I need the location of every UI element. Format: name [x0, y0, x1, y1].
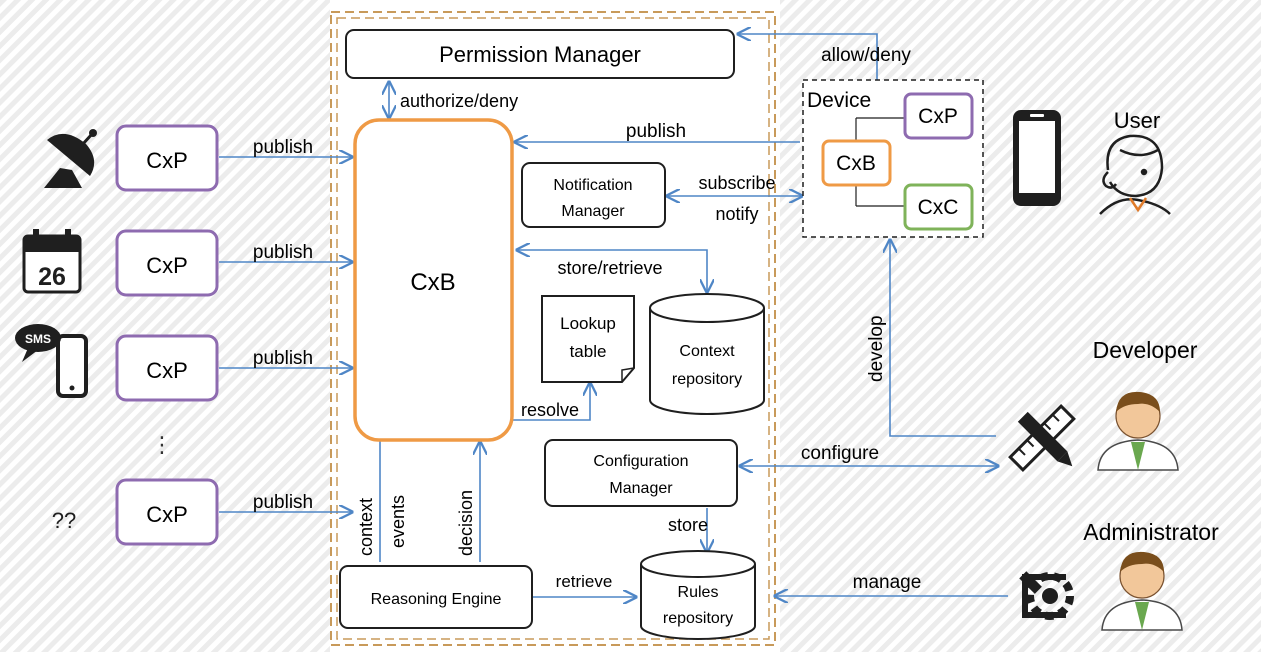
- source-cxp-2: CxP: [115, 229, 219, 297]
- notify-label: notify: [715, 204, 758, 224]
- middleware-inner-boundary: [336, 17, 770, 640]
- publish-label-2: publish: [253, 242, 313, 263]
- source-cxp-3: CxP: [115, 334, 219, 402]
- calendar-icon-day: 26: [38, 263, 66, 291]
- permission-manager-label: Permission Manager: [439, 42, 641, 67]
- allow-deny-label: allow/deny: [821, 45, 911, 66]
- develop-label: develop: [866, 315, 887, 382]
- device-box: Device CxP CxB CxC: [802, 79, 984, 238]
- publish-label-4: publish: [253, 492, 313, 513]
- allow-deny-arrow: [738, 34, 878, 80]
- configure-label: configure: [801, 443, 879, 464]
- configuration-manager: Configuration Manager: [544, 439, 738, 507]
- cxb-broker-label: CxB: [410, 269, 455, 296]
- configuration-manager-line-2: Manager: [609, 480, 673, 497]
- developer-avatar: [1097, 391, 1179, 471]
- unknown-source-label: ??: [52, 508, 76, 533]
- reasoning-engine-label: Reasoning Engine: [371, 591, 502, 608]
- administrator-avatar: [1101, 551, 1183, 631]
- authorize-deny-label: authorize/deny: [400, 91, 518, 111]
- source-cxp-1-label: CxP: [146, 148, 188, 173]
- admin-tools-icon: [1019, 571, 1074, 620]
- administrator-label: Administrator: [1083, 519, 1219, 545]
- source-cxp-3-label: CxP: [146, 358, 188, 383]
- sms-icon-text: SMS: [25, 332, 51, 346]
- decision-label: decision: [456, 490, 476, 556]
- connectors: [219, 34, 1008, 597]
- notification-manager-line-1: Notification: [553, 177, 632, 194]
- publish-label-3: publish: [253, 348, 313, 369]
- user-label: User: [1114, 108, 1160, 133]
- device-cxb-label: CxB: [836, 152, 876, 175]
- user-icon: [1099, 134, 1171, 215]
- resolve-label: resolve: [521, 400, 579, 420]
- sms-phone-icon: SMS: [15, 324, 88, 398]
- context-repository-line-2: repository: [672, 371, 742, 388]
- context-label: context: [356, 498, 376, 556]
- manage-label: manage: [853, 572, 922, 593]
- source-cxp-2-label: CxP: [146, 253, 188, 278]
- notification-manager-line-2: Manager: [561, 203, 625, 220]
- source-cxp-4-label: CxP: [146, 502, 188, 527]
- store-label: store: [668, 515, 708, 535]
- device-cxc-label: CxC: [918, 196, 959, 219]
- source-cxp-1: CxP: [115, 124, 219, 192]
- publish-label-1: publish: [253, 137, 313, 158]
- develop-arrow: [890, 240, 996, 437]
- middleware-outer-boundary: [330, 11, 776, 646]
- developer-label: Developer: [1093, 337, 1198, 363]
- smartphone-icon: [1013, 110, 1061, 206]
- device-title: Device: [807, 89, 871, 112]
- lookup-table-line-1: Lookup: [560, 314, 616, 333]
- rules-repository-line-2: repository: [663, 610, 733, 627]
- device-cxp: CxP: [903, 92, 974, 140]
- more-sources-ellipsis: ⋮: [151, 432, 173, 457]
- rules-repository: Rules repository: [640, 550, 756, 640]
- notification-manager: Notification Manager: [521, 162, 666, 228]
- device-cxp-label: CxP: [918, 105, 958, 128]
- lookup-table: Lookup table: [541, 295, 635, 383]
- resolve-arrow: [505, 383, 590, 421]
- store-retrieve-arrow: [517, 250, 707, 292]
- reasoning-engine: Reasoning Engine: [339, 565, 533, 629]
- permission-manager: Permission Manager: [345, 29, 735, 79]
- device-cxb: CxB: [821, 139, 892, 187]
- device-publish-label: publish: [626, 121, 686, 142]
- retrieve-label: retrieve: [556, 572, 613, 591]
- source-cxp-4: CxP: [115, 478, 219, 546]
- lookup-table-line-2: table: [570, 342, 607, 361]
- satellite-dish-icon: [44, 129, 97, 188]
- subscribe-label: subscribe: [698, 173, 775, 193]
- events-label: events: [388, 495, 408, 548]
- rules-repository-line-1: Rules: [678, 584, 719, 601]
- calendar-icon: 26: [22, 229, 82, 294]
- context-repository-line-1: Context: [679, 343, 735, 360]
- device-cxc: CxC: [903, 183, 974, 231]
- edit-tools-icon: [1008, 404, 1076, 472]
- cxb-broker: CxB: [353, 118, 514, 442]
- context-repository: Context repository: [649, 293, 765, 415]
- store-retrieve-label: store/retrieve: [557, 258, 662, 278]
- configuration-manager-line-1: Configuration: [593, 453, 688, 470]
